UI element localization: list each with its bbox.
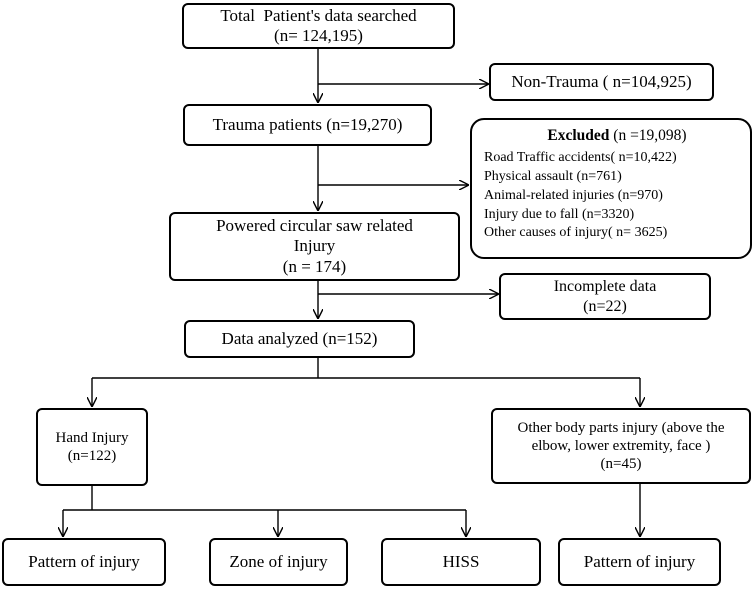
other-body-parts-box: Other body parts injury (above the elbow… xyxy=(491,408,751,484)
saw-line2: Injury xyxy=(293,236,336,256)
data-analyzed-box: Data analyzed (n=152) xyxy=(184,320,415,358)
zone-label: Zone of injury xyxy=(229,551,328,571)
excluded-item: Road Traffic accidents( n=10,422) xyxy=(484,149,677,165)
incomplete-line2: (n=22) xyxy=(583,297,627,315)
total-line2: (n= 124,195) xyxy=(274,26,363,45)
excluded-item: Physical assault (n=761) xyxy=(484,168,622,184)
pattern-other-label: Pattern of injury xyxy=(583,551,696,571)
saw-injury-box: Powered circular saw related Injury (n =… xyxy=(169,212,460,281)
non-trauma-box: Non-Trauma ( n=104,925) xyxy=(489,63,714,101)
trauma-patients-box: Trauma patients (n=19,270) xyxy=(183,104,432,146)
other-line3: (n=45) xyxy=(600,456,642,472)
total-patients-box: Total Patient's data searched (n= 124,19… xyxy=(182,3,455,49)
analyzed-label: Data analyzed (n=152) xyxy=(221,328,378,348)
excluded-title: Excluded xyxy=(547,127,610,144)
other-line1: Other body parts injury (above the xyxy=(517,420,725,436)
hiss-label: HISS xyxy=(442,551,480,571)
trauma-label: Trauma patients (n=19,270) xyxy=(212,114,403,134)
total-line1: Total Patient's data searched xyxy=(220,5,417,25)
saw-line3: (n = 174) xyxy=(282,256,347,276)
zone-of-injury-box: Zone of injury xyxy=(209,538,348,586)
hand-line1: Hand Injury xyxy=(55,430,129,446)
hand-line2: (n=122) xyxy=(67,448,117,464)
pattern-of-injury-hand-box: Pattern of injury xyxy=(2,538,166,586)
non-trauma-label: Non-Trauma ( n=104,925) xyxy=(511,71,692,91)
saw-line1: Powered circular saw related xyxy=(216,215,413,235)
pattern-hand-label: Pattern of injury xyxy=(28,551,140,571)
hand-injury-box: Hand Injury (n=122) xyxy=(36,408,148,486)
hiss-box: HISS xyxy=(381,538,541,586)
incomplete-data-box: Incomplete data (n=22) xyxy=(499,273,711,320)
excluded-box: Excluded (n =19,098) Road Traffic accide… xyxy=(470,118,752,259)
incomplete-line1: Incomplete data xyxy=(553,278,657,296)
excluded-heading: Excluded (n =19,098) xyxy=(547,126,686,147)
excluded-item: Other causes of injury( n= 3625) xyxy=(484,225,668,241)
excluded-item: Animal-related injuries (n=970) xyxy=(484,187,663,203)
other-line2: elbow, lower extremity, face ) xyxy=(531,438,711,454)
excluded-item: Injury due to fall (n=3320) xyxy=(484,206,635,222)
excluded-count: (n =19,098) xyxy=(609,127,687,144)
pattern-of-injury-other-box: Pattern of injury xyxy=(558,538,721,586)
